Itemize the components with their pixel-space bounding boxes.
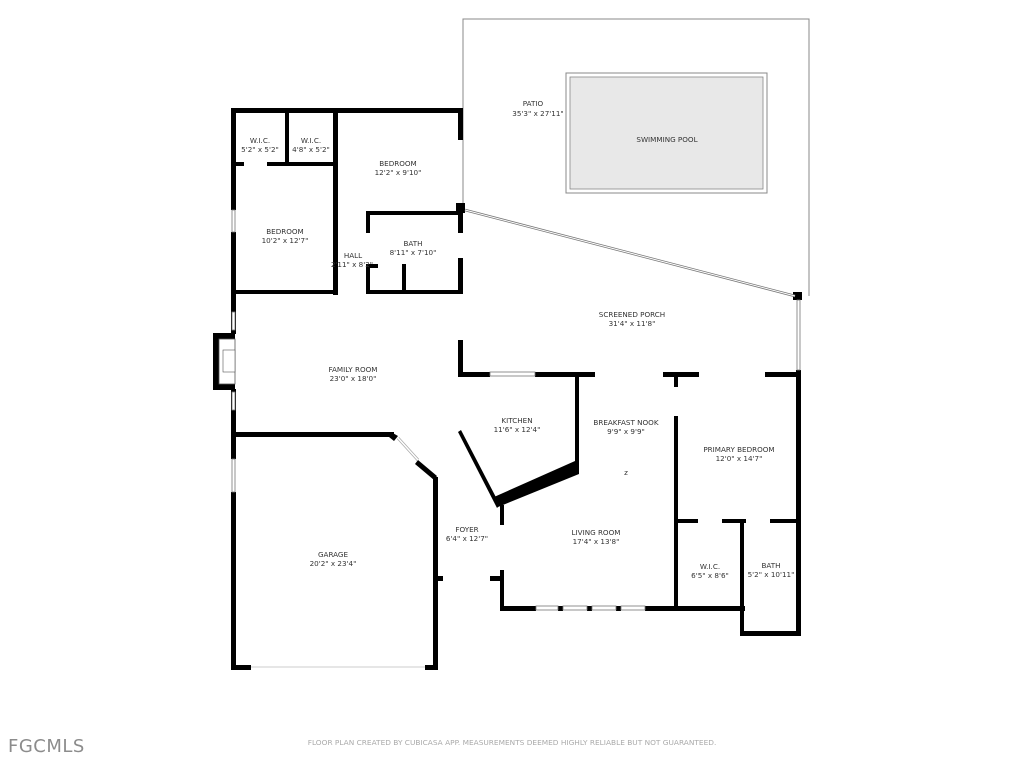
- marker-z: z: [624, 468, 628, 477]
- room-wic1-name: W.I.C.: [250, 136, 270, 145]
- floor-plan-disclaimer: FLOOR PLAN CREATED BY CUBICASA APP. MEAS…: [307, 738, 717, 747]
- room-kitchen-size: 11'6" x 12'4": [494, 425, 541, 434]
- room-bath-primary-name: BATH: [761, 561, 780, 570]
- room-breakfast-nook-name: BREAKFAST NOOK: [593, 418, 658, 427]
- room-bedroom-left-size: 10'2" x 12'7": [262, 236, 309, 245]
- room-wic1-size: 5'2" x 5'2": [241, 145, 279, 154]
- room-screened-porch-size: 31'4" x 11'8": [609, 319, 656, 328]
- room-screened-porch-name: SCREENED PORCH: [599, 310, 665, 319]
- room-wic2-name: W.I.C.: [301, 136, 321, 145]
- room-hall-name: HALL: [344, 251, 362, 260]
- room-bath-upper-name: BATH: [403, 239, 422, 248]
- room-bedroom-left-name: BEDROOM: [266, 227, 304, 236]
- room-bath-primary-size: 5'2" x 10'11": [748, 570, 795, 579]
- room-pool-name: SWIMMING POOL: [636, 135, 697, 144]
- room-hall-size: 2'11" x 8'2": [331, 260, 373, 269]
- room-primary-bedroom-size: 12'0" x 14'7": [716, 454, 763, 463]
- windows: [231, 208, 801, 668]
- room-breakfast-nook-size: 9'9" x 9'9": [607, 427, 645, 436]
- room-garage-name: GARAGE: [318, 550, 349, 559]
- room-family-room-size: 23'0" x 18'0": [330, 374, 377, 383]
- room-family-room-name: FAMILY ROOM: [329, 365, 378, 374]
- room-bedroom-top-name: BEDROOM: [379, 159, 417, 168]
- room-foyer-size: 6'4" x 12'7": [446, 534, 488, 543]
- room-bedroom-top-size: 12'2" x 9'10": [375, 168, 422, 177]
- room-wic-primary-size: 6'5" x 8'6": [691, 571, 729, 580]
- room-wic2-size: 4'8" x 5'2": [292, 145, 330, 154]
- room-living-room-size: 17'4" x 13'8": [573, 537, 620, 546]
- room-bath-upper-size: 8'11" x 7'10": [390, 248, 437, 257]
- room-labels: PATIO 35'3" x 27'11" SWIMMING POOL W.I.C…: [241, 99, 794, 580]
- room-primary-bedroom-name: PRIMARY BEDROOM: [703, 445, 774, 454]
- swimming-pool: [565, 72, 768, 194]
- mls-watermark: FGCMLS: [8, 736, 85, 757]
- room-wic-primary-name: W.I.C.: [700, 562, 720, 571]
- room-patio-size: 35'3" x 27'11": [512, 109, 563, 118]
- room-garage-size: 20'2" x 23'4": [310, 559, 357, 568]
- room-living-room-name: LIVING ROOM: [572, 528, 621, 537]
- room-patio-name: PATIO: [523, 99, 544, 108]
- room-foyer-name: FOYER: [455, 525, 478, 534]
- room-kitchen-name: KITCHEN: [501, 416, 532, 425]
- walls: [213, 108, 802, 670]
